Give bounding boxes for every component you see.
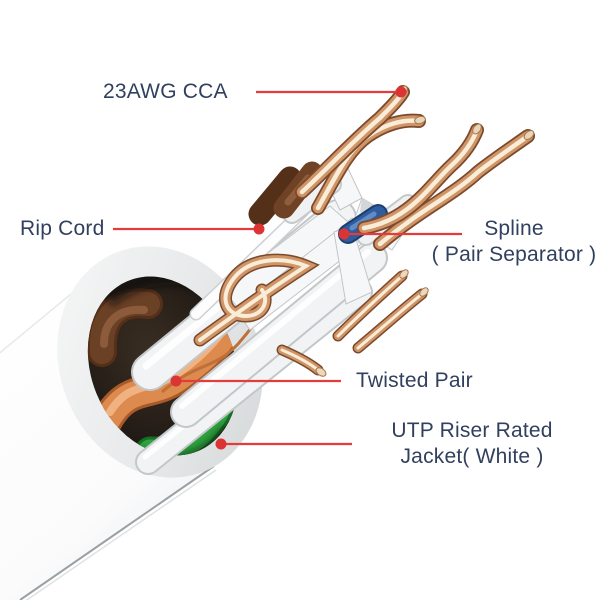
label-utp-jacket-line1: UTP Riser Rated	[391, 419, 553, 442]
label-spline: Spline ( Pair Separator )	[424, 216, 600, 268]
label-spline-line2: ( Pair Separator )	[431, 243, 597, 266]
callout-dot-spline	[338, 228, 350, 240]
callout-dot-twisted-pair	[170, 375, 182, 387]
callout-dot-awg	[395, 86, 407, 98]
label-utp-jacket-line2: Jacket( White )	[400, 445, 544, 468]
copper-hairpin-loop	[193, 253, 320, 347]
label-spline-line1: Spline	[484, 217, 544, 240]
copper-loose-ends	[276, 269, 429, 377]
callouts	[113, 86, 462, 450]
label-rip-cord: Rip Cord	[20, 217, 105, 240]
brown-pair-wire	[86, 288, 163, 367]
label-utp-jacket: UTP Riser Rated Jacket( White )	[376, 418, 568, 470]
copper-conductors	[295, 85, 535, 251]
label-23awg-cca: 23AWG CCA	[103, 80, 228, 103]
callout-dot-rip-cord	[253, 223, 265, 235]
callout-dot-jacket	[215, 438, 227, 450]
label-twisted-pair: Twisted Pair	[356, 369, 473, 392]
